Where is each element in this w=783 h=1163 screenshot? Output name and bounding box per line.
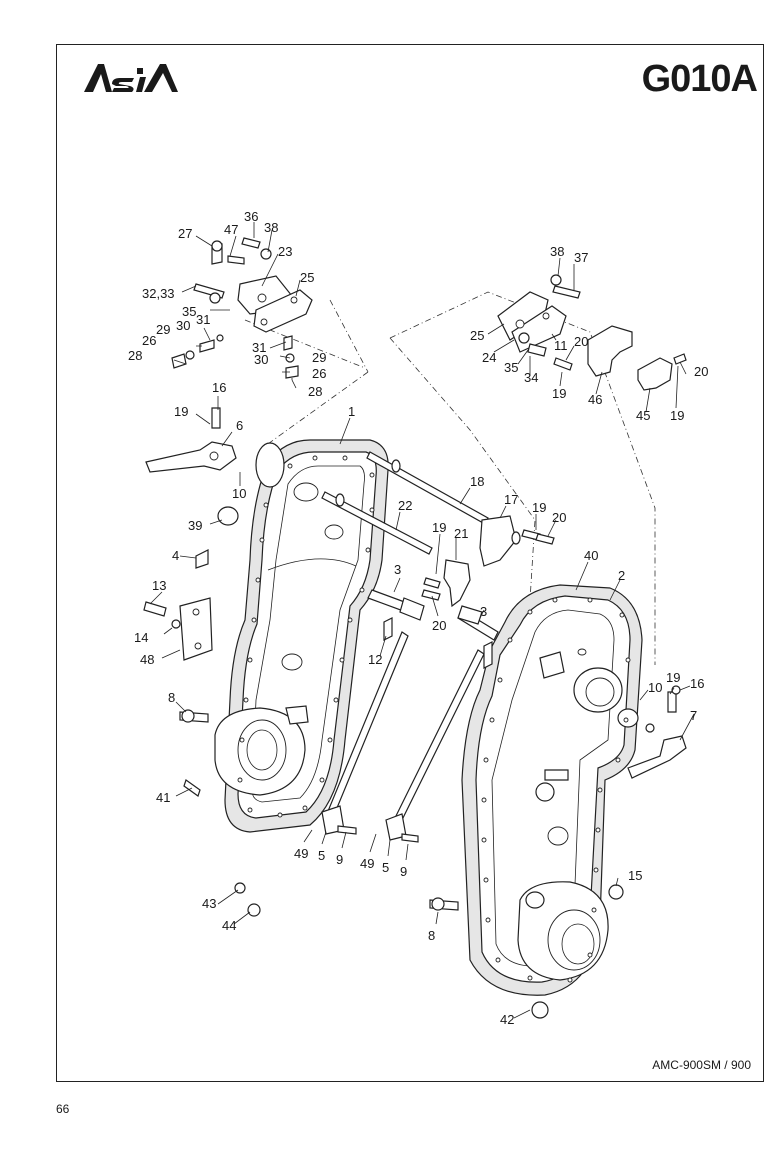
callout-42: 42 (500, 1012, 514, 1027)
callout-26: 26 (142, 333, 156, 348)
callout-6: 6 (236, 418, 243, 433)
callout-29: 29 (156, 322, 170, 337)
callout-9: 9 (336, 852, 343, 867)
lever-6 (145, 441, 237, 473)
callout-8b: 8 (428, 928, 435, 943)
callout-4: 4 (172, 548, 179, 563)
callout-39: 39 (188, 518, 202, 533)
callout-49: 49 (294, 846, 308, 861)
model-number: AMC-900SM / 900 (652, 1058, 751, 1072)
callout-22: 22 (398, 498, 412, 513)
callout-5: 5 (318, 848, 325, 863)
callout-38: 38 (264, 220, 278, 235)
left-housing (214, 439, 389, 833)
plate-48 (179, 597, 213, 661)
callout-45: 45 (636, 408, 650, 423)
callout-31b: 31 (252, 340, 266, 355)
callout-26b: 26 (312, 366, 326, 381)
callout-40: 40 (584, 548, 598, 563)
callout-20d: 20 (432, 618, 446, 633)
callout-10: 10 (232, 486, 246, 501)
callout-1: 1 (348, 404, 355, 419)
drawing-code: G010A (641, 58, 758, 100)
callout-5b: 5 (382, 860, 389, 875)
callout-16b: 16 (690, 676, 704, 691)
callout-19b: 19 (670, 408, 684, 423)
callout-18: 18 (470, 474, 484, 489)
page-number: 66 (56, 1102, 70, 1116)
callout-19c: 19 (174, 404, 188, 419)
callout-47: 47 (224, 222, 238, 237)
top-right-linkage (497, 274, 687, 391)
callout-11: 11 (554, 338, 568, 353)
right-housing (461, 584, 643, 996)
callout-19d: 19 (532, 500, 546, 515)
callout-25b: 25 (470, 328, 484, 343)
callout-3: 3 (394, 562, 401, 577)
callout-27: 27 (178, 226, 192, 241)
callout-29b: 29 (312, 350, 326, 365)
callout-37: 37 (574, 250, 588, 265)
callout-32-33: 32,33 (142, 286, 175, 301)
asia-logo (84, 64, 178, 92)
top-left-linkage (171, 237, 313, 379)
callout-7: 7 (690, 708, 697, 723)
callout-38b: 38 (550, 244, 564, 259)
callout-2: 2 (618, 568, 625, 583)
callout-43: 43 (202, 896, 216, 911)
lever-7 (627, 735, 687, 779)
callout-46: 46 (588, 392, 602, 407)
callout-12: 12 (368, 652, 382, 667)
callout-30b: 30 (254, 352, 268, 367)
callout-31: 31 (196, 312, 210, 327)
callout-20c: 20 (552, 510, 566, 525)
callout-30: 30 (176, 318, 190, 333)
callout-25: 25 (300, 270, 314, 285)
callout-13: 13 (152, 578, 166, 593)
callout-20b: 20 (694, 364, 708, 379)
callout-41: 41 (156, 790, 170, 805)
callout-28b: 28 (308, 384, 322, 399)
callout-14: 14 (134, 630, 148, 645)
callout-24: 24 (482, 350, 496, 365)
callout-8: 8 (168, 690, 175, 705)
callout-20: 20 (574, 334, 588, 349)
callout-44: 44 (222, 918, 236, 933)
callout-35: 35 (182, 304, 196, 319)
callout-23: 23 (278, 244, 292, 259)
callout-49b: 49 (360, 856, 374, 871)
callout-15: 15 (628, 868, 642, 883)
callout-21: 21 (454, 526, 468, 541)
callout-19f: 19 (666, 670, 680, 685)
callout-9b: 9 (400, 864, 407, 879)
callout-10b: 10 (648, 680, 662, 695)
callout-3b: 3 (480, 604, 487, 619)
callout-17: 17 (504, 492, 518, 507)
callout-36: 36 (244, 209, 258, 224)
callout-28: 28 (128, 348, 142, 363)
callout-48: 48 (140, 652, 154, 667)
page-frame (56, 44, 764, 1082)
callout-34: 34 (524, 370, 538, 385)
callout-19e: 19 (432, 520, 446, 535)
callout-35b: 35 (504, 360, 518, 375)
callout-16: 16 (212, 380, 226, 395)
callout-19: 19 (552, 386, 566, 401)
